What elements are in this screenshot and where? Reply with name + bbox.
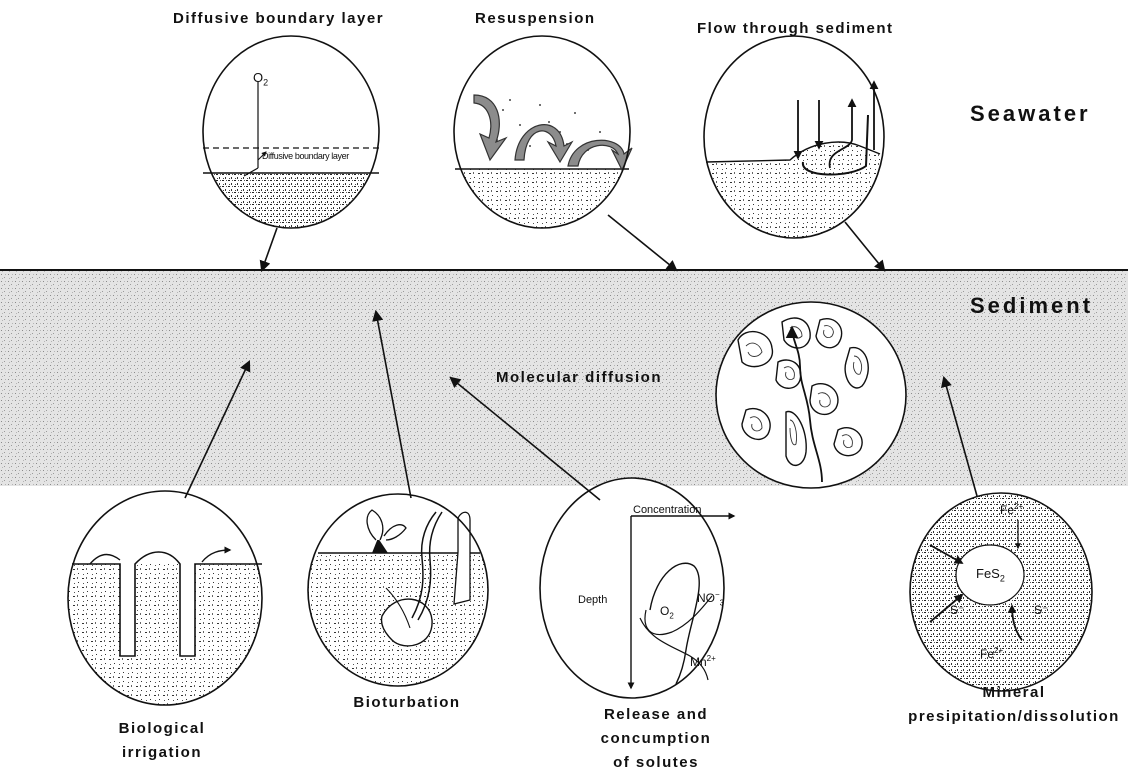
sulfide-right-label: S⁻ [1034, 603, 1048, 617]
inset-diffusive-boundary-layer [190, 36, 400, 243]
inset-bioturbation [300, 494, 500, 693]
label-mineral-line2: presipitation/dissolution [908, 706, 1120, 727]
label-sediment: Sediment [970, 295, 1093, 316]
inset-resuspension [440, 36, 650, 239]
label-flow-through-sediment: Flow through sediment [697, 18, 894, 39]
dbl-inset-label: Diffusive boundary layer [262, 151, 349, 161]
inset-molecular-diffusion [716, 302, 906, 488]
no3-label: NO−3 [697, 590, 724, 607]
o2-curve-label: O2 [660, 604, 674, 620]
concentration-axis-label: Concentration [633, 504, 702, 516]
arrow-dbl-to-interface [262, 228, 277, 270]
sulfide-left-label: S⁻ [950, 603, 964, 617]
mn-label: Mn2+ [690, 654, 716, 669]
label-bioturbation: Bioturbation [353, 692, 460, 713]
label-biological-irrigation-line2: irrigation [122, 742, 202, 763]
o2-label: O2 [253, 70, 268, 88]
arrow-flow-to-interface [845, 222, 884, 270]
label-biological-irrigation-line1: Biological [119, 718, 206, 739]
arrow-resuspension-to-interface [608, 215, 676, 270]
depth-axis-label: Depth [578, 594, 607, 606]
fe-bottom-label: Fe2+ [980, 646, 1003, 661]
label-resuspension: Resuspension [475, 8, 596, 29]
inset-flow-through-sediment [700, 36, 895, 250]
label-seawater: Seawater [970, 103, 1091, 124]
fes2-label: FeS2 [976, 566, 1005, 584]
inset-mineral [905, 490, 1105, 700]
fe-top-label: Fe2+ [1000, 502, 1023, 517]
label-mineral-line1: Mineral [982, 682, 1045, 703]
inset-biological-irrigation [60, 491, 270, 714]
label-release-line2: concumption [601, 728, 712, 749]
label-release-line3: of solutes [613, 752, 699, 773]
label-release-line1: Release and [604, 704, 708, 725]
label-molecular-diffusion: Molecular diffusion [496, 367, 662, 388]
label-diffusive-boundary-layer: Diffusive boundary layer [173, 8, 384, 29]
